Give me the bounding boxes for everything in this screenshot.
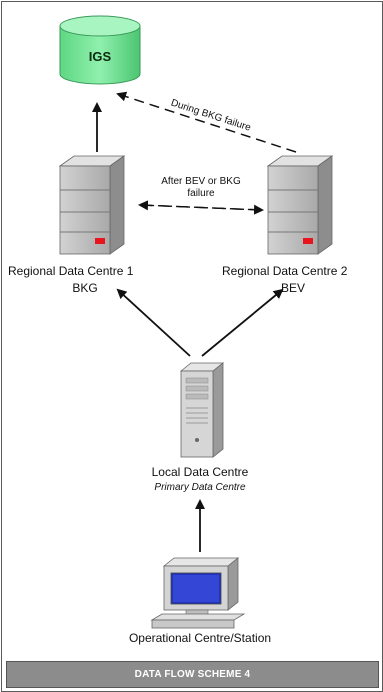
after-failure-line2: failure bbox=[187, 188, 215, 199]
arrow-rdc2-to-igs-dashed bbox=[116, 91, 297, 153]
rdc2-name-label: Regional Data Centre 2 bbox=[222, 264, 348, 278]
local-data-centre-tower-icon bbox=[179, 362, 225, 458]
rdc1-name-label: Regional Data Centre 1 bbox=[8, 264, 134, 278]
operational-station-label: Operational Centre/Station bbox=[128, 631, 272, 645]
rdc2-code-label: BEV bbox=[280, 281, 305, 294]
local-data-centre-label: Local Data Centre bbox=[151, 465, 249, 479]
regional-data-centre-2-server-icon bbox=[266, 155, 334, 255]
data-flow-scheme-banner: DATA FLOW SCHEME 4 bbox=[6, 661, 379, 688]
after-failure-line1: After BEV or BKG bbox=[161, 176, 241, 187]
igs-label: IGS bbox=[88, 49, 112, 64]
arrow-rdc-to-rdc-dashed-left bbox=[138, 200, 263, 211]
operational-station-computer-icon bbox=[150, 557, 246, 629]
rdc1-code-label: BKG bbox=[72, 281, 98, 295]
during-bkg-failure-label: During BKG failure bbox=[169, 98, 252, 134]
rdc2-label-clip: Regional Data Centre 2 BEV bbox=[222, 264, 379, 294]
after-failure-label: After BEV or BKG failure bbox=[141, 176, 261, 200]
arrow-local-to-rdc1 bbox=[116, 288, 191, 357]
primary-data-centre-label: Primary Data Centre bbox=[154, 482, 246, 493]
regional-data-centre-1-server-icon bbox=[58, 155, 126, 255]
igs-database-icon bbox=[59, 15, 141, 85]
arrow-local-to-rdc2 bbox=[201, 288, 284, 357]
